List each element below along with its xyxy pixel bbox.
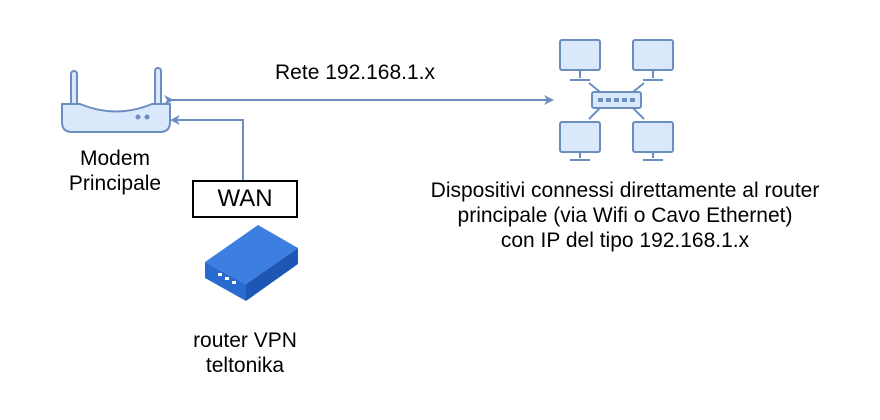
devices-label: Dispositivi connessi direttamente al rou… (390, 178, 860, 253)
modem-label-line1: Modem (79, 147, 151, 170)
devices-label-line2: principale (via Wifi o Cavo Ethernet) (457, 204, 793, 227)
vpn-router-icon (205, 225, 298, 301)
wan-box: WAN (192, 180, 298, 218)
network-label: Rete 192.168.1.x (275, 61, 435, 84)
vpn-router-label-line1: router VPN (193, 329, 297, 352)
vpn-router-label: router VPN teltonika (170, 328, 320, 378)
devices-label-line1: Dispositivi connessi direttamente al rou… (430, 179, 820, 202)
devices-network-icon (559, 39, 674, 161)
wan-connection-arrow (170, 115, 244, 180)
wifi-router-icon (61, 67, 171, 133)
modem-label: Modem Principale (50, 146, 180, 196)
modem-label-line2: Principale (68, 172, 162, 195)
devices-label-line3: con IP del tipo 192.168.1.x (500, 229, 750, 252)
vpn-router-label-line2: teltonika (205, 354, 285, 377)
